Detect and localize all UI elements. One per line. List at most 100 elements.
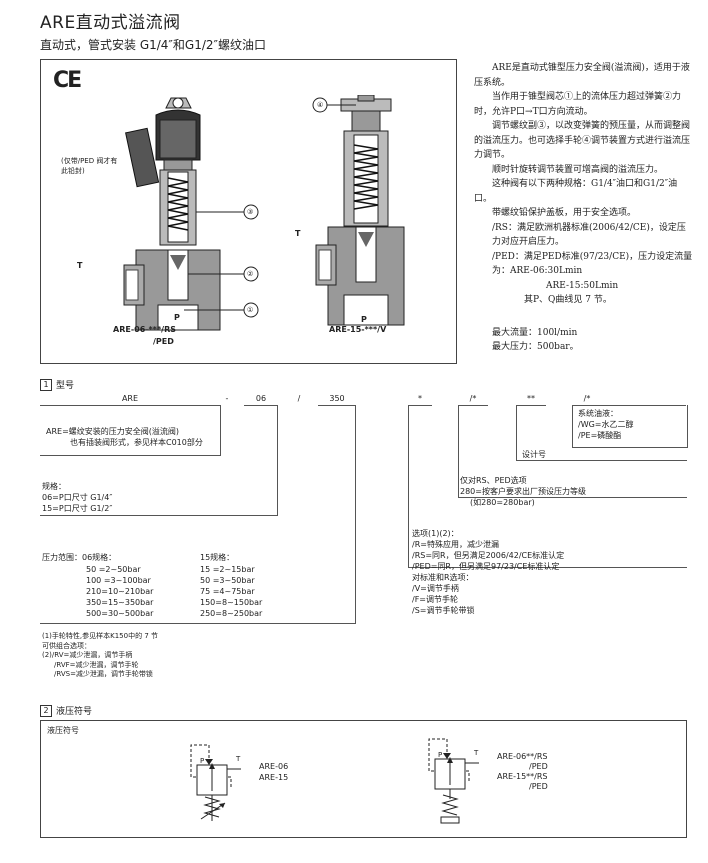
code-seal: /* [583,394,591,403]
code-dash: - [225,394,229,403]
preset-line: 仅对RS、PED选项 [460,476,527,485]
footnotes: (1)手轮特性,参见样本K150中的 7 节 可供组合选项： (2)/RV=减少… [42,632,158,680]
desc-line: ARE是直动式锥型压力安全阀(溢流阀)，适用于液压系统。 [474,63,690,88]
preset-info: 仅对RS、PED选项 280=按客户要求出厂预设压力等级 (如280=280ba… [460,475,586,508]
code-design: ** [527,394,535,403]
desc-line: 当作用于锥型阀芯①上的流体压力超过弹簧②力时，允许P口→T口方向流动。 [474,92,682,117]
pressure-title-06: 压力范围：06规格： [42,553,117,562]
symbol-2-label-3: ARE-15**/RS [497,772,548,781]
desc-line: 其P、Q曲线见 7 节。 [524,295,612,305]
symbol-1-label-2: ARE-15 [259,773,289,782]
seal-title: 系统油液： [578,409,618,418]
pressure-option: 350=15~350bar [86,598,154,607]
seal-wg: /WG=水乙二醇 [578,420,634,429]
seal-note: (仅带/PED 阀才有此铅封) [61,157,118,175]
pressure-option: 250=8~250bar [200,609,263,618]
section-title: 型号 [56,381,75,391]
size-06: 06=P口尺寸 G1/4″ [42,493,113,502]
footnote: (2)/RV=减少泄漏，调节手柄 [42,651,133,659]
section-number: 2 [40,704,52,717]
desc-line: 这种阀有以下两种规格：G1/4″油口和G1/2″油口。 [474,179,678,204]
callout-2: ② [247,270,254,278]
product-description: ARE是直动式锥型压力安全阀(溢流阀)，适用于液压系统。 当作用于锥型阀芯①上的… [474,61,694,355]
symbol-port-t: T [474,749,479,757]
option-line: 对标准和R选项： [412,573,474,582]
valve-sectional-drawing-left [123,97,259,331]
code-slash: / [297,394,301,403]
seal-pe: /PE=磷酸酯 [578,431,622,440]
footnote: 可供组合选项： [42,641,91,650]
pressure-option: 15 =2~15bar [200,565,255,574]
relief-valve-symbol-handwheel [428,738,479,824]
right-model-label: ARE-15-***/V [329,325,387,334]
option-line: /V=调节手柄 [412,584,459,593]
option-line: /R=特殊应用，减少泄漏 [412,540,499,549]
left-model-label-2: /PED [153,337,174,346]
design-number-label: 设计号 [522,450,546,459]
symbol-port-t: T [236,755,241,763]
port-t-right: T [295,229,301,238]
desc-line: 顺时针旋转调节装置可增高阀的溢流压力。 [492,164,664,175]
pressure-list-15: 15 =2~15bar 50 =3~50bar 75 =4~75bar 150=… [200,564,262,619]
pressure-option: 50 =2~50bar [86,565,141,574]
pressure-option: 500=30~500bar [86,609,154,618]
relief-valve-symbol [190,744,241,821]
option-line: /RS=同R，但另满足2006/42/CE标准认定 [412,551,565,560]
option-line: 选项(1)(2)： [412,529,459,538]
max-flow: 最大流量：100l/min [492,327,578,338]
page-title: ARE直动式溢流阀 [40,13,181,33]
symbol-1-label-1: ARE-06 [259,762,289,771]
symbol-2-label-4: /PED [529,782,548,791]
page-subtitle: 直动式，管式安装 G1/4″和G1/2″螺纹油口 [40,38,267,52]
callout-4: ④ [317,101,324,109]
symbol-port-p: P [200,757,205,765]
size-title: 规格： [42,482,66,491]
port-p-left: P [174,313,180,322]
desc-line: 调节螺纹副③，以改变弹簧的预压量，从而调整阀的溢流压力。也可选择手轮④调节装置方… [474,121,691,160]
preset-line: (如280=280bar) [470,498,535,507]
option-line: /PED=同R，但另满足97/23/CE标准认定 [412,562,560,571]
desc-line: /PED：满足PED标准(97/23/CE)，压力设定流量为：ARE-06:30… [492,251,693,277]
preset-line: 280=按客户要求出厂预设压力等级 [460,487,586,496]
symbol-box-label: 液压符号 [47,726,79,735]
valve-sectional-drawing-right [312,95,405,326]
pressure-option: 150=8~150bar [200,598,263,607]
section-2-header: 2 液压符号 [40,704,92,717]
pressure-option: 210=10~210bar [86,587,154,596]
option-line: /F=调节手轮 [412,595,458,604]
symbol-2-label-2: /PED [529,762,548,771]
footnote: (1)手轮特性,参见样本K150中的 7 节 [42,632,158,640]
section-1-header: 1 型号 [40,378,74,391]
pressure-list-06: 50 =2~50bar 100 =3~100bar 210=10~210bar … [86,564,153,619]
section-title: 液压符号 [56,707,93,717]
option-line: /S=调节手轮带锁 [412,606,475,615]
are-definition-2: 也有插装阀形式，参见样本C010部分 [70,438,203,447]
left-model-label-1: ARE-06-***/RS [113,325,176,334]
pressure-option: 50 =3~50bar [200,576,255,585]
port-t-left: T [77,261,83,270]
desc-line: /RS：满足欧洲机器标准(2006/42/CE)，设定压力对应开启压力。 [492,222,686,248]
code-preset: * [418,394,422,403]
symbol-port-p: P [438,751,443,759]
desc-line: ARE-15:50Lmin [546,280,619,291]
ce-mark: CE [53,68,82,93]
valve-figure-box: CE (仅带/PED 阀才有此铅封) ③ ② ① T [40,59,457,364]
code-pressure: 350 [329,394,345,403]
footnote: /RVS=减少泄漏，调节手轮带锁 [54,670,153,678]
port-p-right: P [361,315,367,324]
pressure-option: 75 =4~75bar [200,587,255,596]
hydraulic-symbol-box: 液压符号 P T ARE-06 ARE-15 P T ARE-06**/RS /… [40,720,687,838]
max-pressure: 最大压力：500bar。 [492,342,579,352]
are-definition-1: ARE=螺纹安装的压力安全阀(溢流阀) [46,427,180,436]
code-size: 06 [255,394,267,403]
desc-line: 带螺纹铅保护盖板，用于安全选项。 [492,208,637,218]
symbol-2-label-1: ARE-06**/RS [497,752,548,761]
callout-3: ③ [247,208,254,216]
section-number: 1 [40,378,52,391]
code-are: ARE [121,394,139,403]
size-15: 15=P口尺寸 G1/2″ [42,504,113,513]
callout-1: ① [247,306,254,314]
footnote: /RVF=减少泄漏，调节手轮 [54,660,139,669]
pressure-title-15: 15规格： [200,553,235,562]
option-list: 选项(1)(2)： /R=特殊应用，减少泄漏 /RS=同R，但另满足2006/4… [412,528,564,616]
